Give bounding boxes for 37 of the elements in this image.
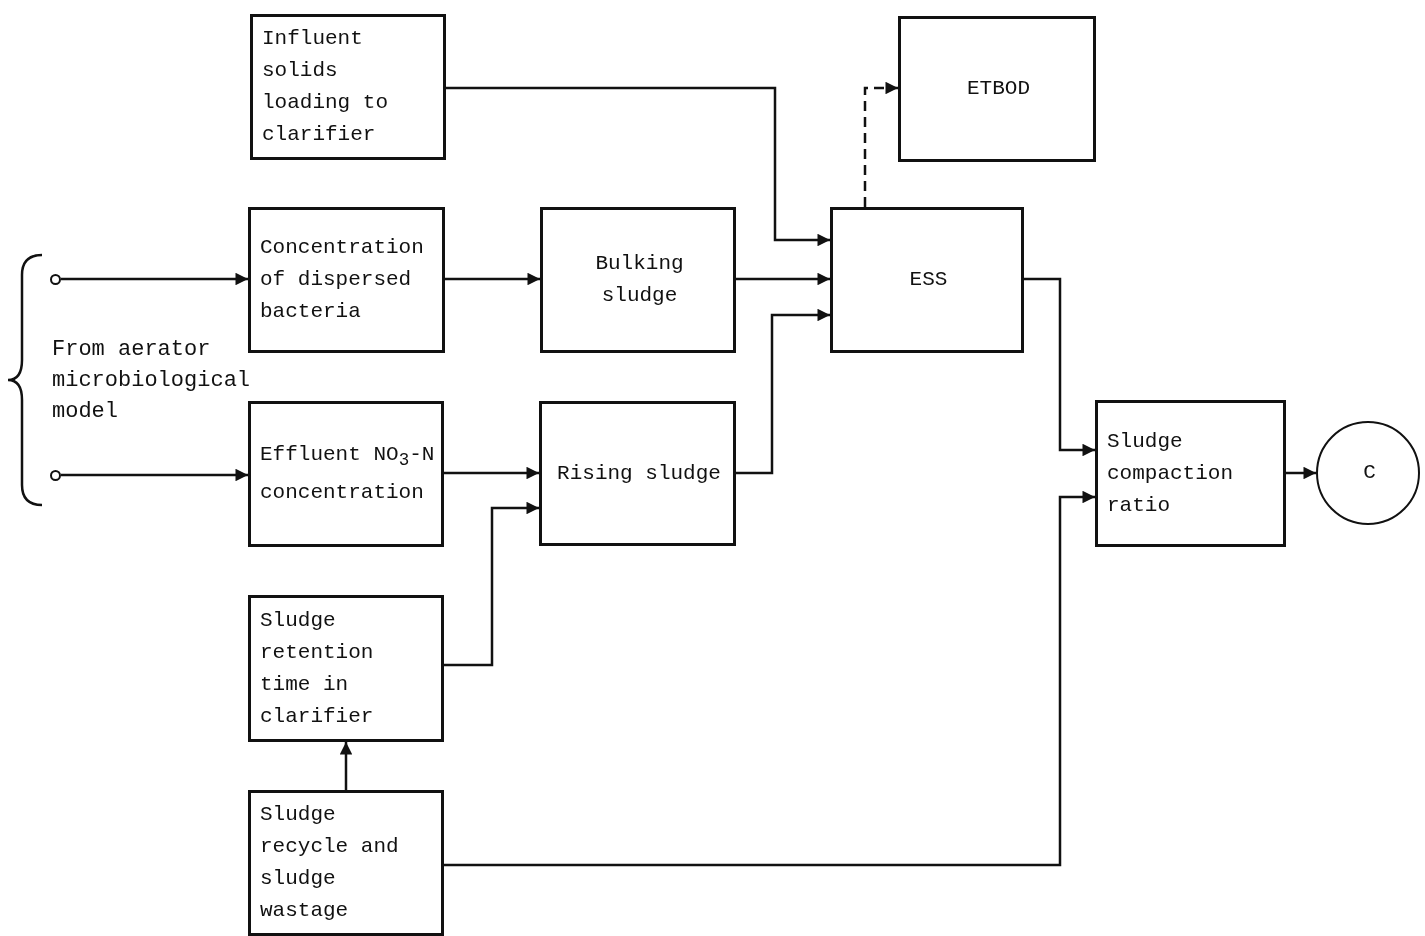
process-box xyxy=(539,401,736,546)
arrow xyxy=(61,468,248,482)
box-text: Sludge retention time in clarifier xyxy=(260,607,375,730)
process-box xyxy=(248,595,444,742)
arrow xyxy=(446,86,830,247)
box-text: C xyxy=(1363,460,1376,486)
process-box xyxy=(830,207,1024,353)
box-text: Sludge compaction ratio xyxy=(1107,428,1235,519)
arrow xyxy=(444,490,1095,867)
arrow xyxy=(61,272,248,286)
process-box xyxy=(250,14,446,160)
box-text: Sludge recycle and sludge wastage xyxy=(260,802,400,924)
process-box xyxy=(898,16,1096,162)
arrow xyxy=(1286,466,1316,480)
process-box xyxy=(248,207,445,353)
arrow xyxy=(736,272,830,286)
process-box xyxy=(540,207,736,353)
box-text: Influent solids loading to clarifier xyxy=(262,26,390,148)
box-text: Bulking sludge xyxy=(594,251,685,309)
arrow xyxy=(863,81,898,207)
process-box xyxy=(248,790,444,936)
arrow xyxy=(444,466,539,480)
terminal-circle xyxy=(50,274,61,285)
note-text: From aerator microbiological model xyxy=(52,336,252,426)
box-text: ETBOD xyxy=(966,76,1031,102)
arrow xyxy=(445,272,540,286)
arrow xyxy=(444,501,539,667)
box-text: ESS xyxy=(908,267,949,293)
box-text: Concentration of dispersed bacteria xyxy=(260,235,425,325)
box-text: Effluent NO$_{3}$-N concentration xyxy=(260,442,435,506)
arrow xyxy=(339,742,353,790)
terminal-circle xyxy=(50,470,61,481)
process-box xyxy=(1095,400,1286,547)
box-text: Rising sludge xyxy=(556,460,722,487)
arrow xyxy=(1024,277,1095,457)
arrow xyxy=(736,308,830,475)
process-box xyxy=(248,401,444,547)
